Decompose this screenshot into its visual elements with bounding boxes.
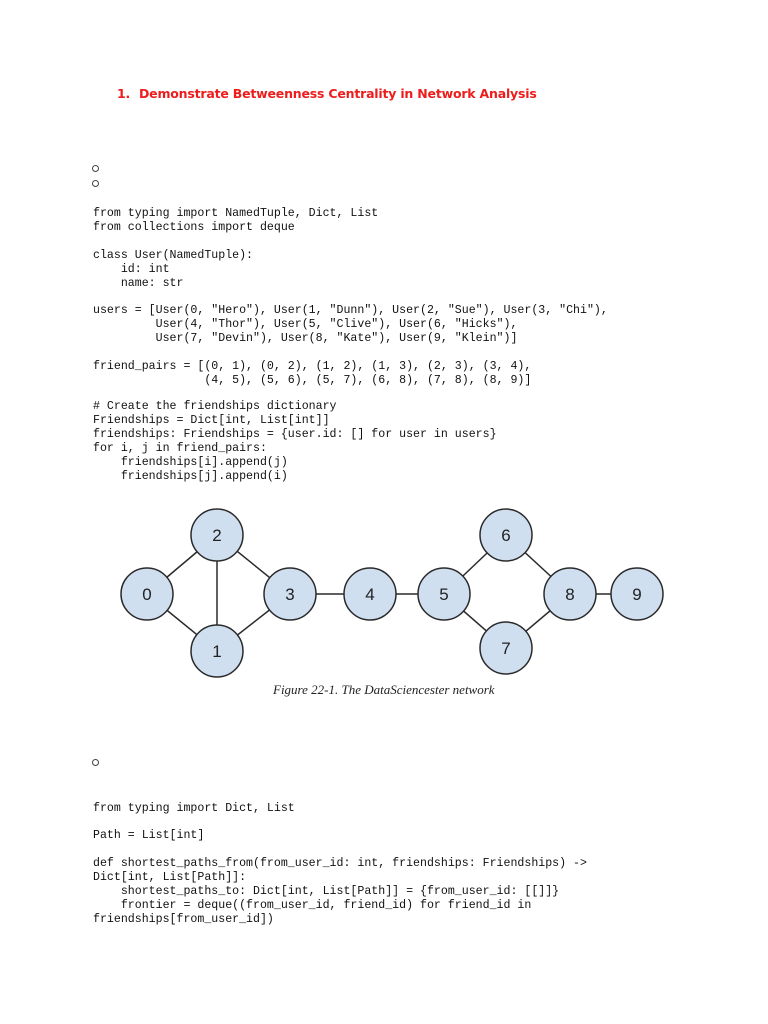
svg-text:6: 6 [501, 526, 510, 545]
svg-text:5: 5 [439, 585, 448, 604]
figure-caption: Figure 22-1. The DataSciencester network [273, 682, 495, 697]
code-imports: from typing import NamedTuple, Dict, Lis… [93, 207, 379, 234]
svg-text:7: 7 [501, 639, 510, 658]
section-heading: 1. Demonstrate Betweenness Centrality in … [117, 86, 537, 101]
circle-bullet-icon [92, 180, 99, 187]
svg-text:8: 8 [565, 585, 574, 604]
graph-node: 1 [190, 624, 244, 678]
graph-node: 0 [120, 567, 174, 621]
graph-node: 3 [263, 567, 317, 621]
graph-node: 6 [479, 508, 533, 562]
code-path-alias: Path = List[int] [93, 829, 205, 842]
network-graph-diagram: 0 1 2 3 4 5 6 7 8 9 [120, 508, 664, 678]
code-friend-pairs: friend_pairs = [(0, 1), (0, 2), (1, 2), … [93, 360, 532, 387]
code-friendships-dict: # Create the friendships dictionary Frie… [93, 400, 497, 483]
circle-bullet-icon [92, 759, 99, 766]
svg-text:1: 1 [212, 642, 221, 661]
code-imports-2: from typing import Dict, List [93, 802, 295, 815]
graph-node: 9 [610, 567, 664, 621]
code-users-list: users = [User(0, "Hero"), User(1, "Dunn"… [93, 304, 608, 345]
graph-node: 8 [543, 567, 597, 621]
svg-text:9: 9 [632, 585, 641, 604]
circle-bullet-icon [92, 165, 99, 172]
svg-text:3: 3 [285, 585, 294, 604]
graph-node: 2 [190, 508, 244, 562]
svg-text:4: 4 [365, 585, 374, 604]
graph-node: 7 [479, 621, 533, 675]
heading-title: Demonstrate Betweenness Centrality in Ne… [139, 86, 537, 101]
graph-node: 4 [343, 567, 397, 621]
svg-text:2: 2 [212, 526, 221, 545]
code-user-class: class User(NamedTuple): id: int name: st… [93, 249, 254, 290]
graph-node: 5 [417, 567, 471, 621]
network-figure: 0 1 2 3 4 5 6 7 8 9 [0, 500, 768, 710]
heading-number: 1. [117, 86, 131, 101]
svg-text:0: 0 [142, 585, 151, 604]
code-shortest-paths-fn: def shortest_paths_from(from_user_id: in… [93, 857, 587, 926]
